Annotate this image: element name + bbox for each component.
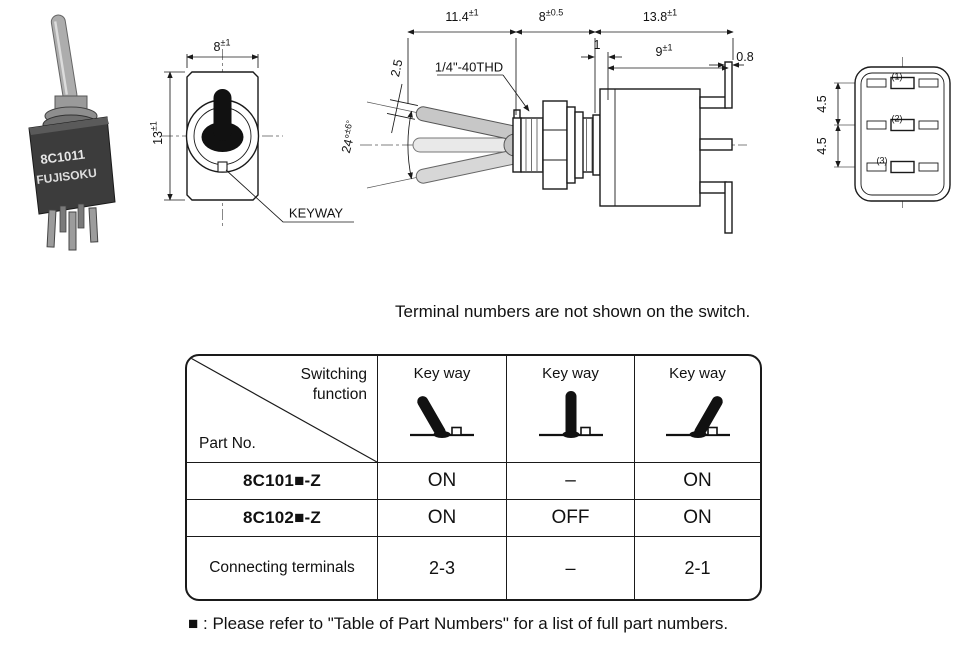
keyway-header-center: Key way	[506, 356, 634, 462]
thread-spec-label: 1/4"-40THD	[434, 59, 504, 75]
terminal-note: Terminal numbers are not shown on the sw…	[395, 302, 751, 321]
side-terminals	[699, 61, 733, 234]
photo-pins	[46, 203, 99, 251]
keyway-leader	[225, 169, 354, 223]
keyway-header-right: Key way	[634, 356, 760, 462]
keyway-label-right: Key way	[669, 365, 726, 382]
terminal-slots	[866, 76, 939, 174]
dim-front-height: 13±1	[148, 121, 165, 145]
part-number-cell: 8C102■-Z	[187, 499, 377, 536]
part-no-label: Part No.	[199, 435, 256, 452]
switch-state-cell: ON	[634, 462, 760, 499]
photo-model-text: 8C1011	[40, 147, 86, 167]
switch-state-cell: –	[506, 462, 634, 499]
dim-terminal-span: 9±1	[655, 42, 673, 59]
switch-state-cell: ON	[377, 499, 506, 536]
terminal-pair-cell: 2-3	[377, 536, 506, 599]
dim-bushing-length: 8±0.5	[538, 7, 564, 24]
terminal-view-drawing	[834, 57, 951, 211]
toggle-position-right-icon	[665, 396, 730, 438]
keyway-label-center: Key way	[542, 365, 599, 382]
keyway-label: KEYWAY	[288, 205, 344, 221]
dim-lever-length: 11.4±1	[445, 7, 479, 24]
photo-body	[28, 116, 116, 215]
switch-state-cell: ON	[634, 499, 760, 536]
switch-state-cell: OFF	[506, 499, 634, 536]
front-keyway-notch	[217, 161, 228, 173]
diagonal-divider	[187, 356, 377, 462]
dim-front-width: 8±1	[213, 37, 231, 54]
terminal-label-2: (2)	[891, 113, 903, 124]
side-view-drawing	[360, 29, 747, 234]
terminal-label-1: (1)	[891, 71, 903, 82]
table-corner-header: Switching function Part No.	[187, 356, 377, 462]
dim-body-length: 13.8±1	[642, 7, 678, 24]
dim-pitch-top: 4.5	[814, 95, 829, 113]
switching-function-table: Switching function Part No. Key way Key …	[185, 354, 762, 601]
toggle-position-left-icon	[410, 396, 474, 438]
side-body	[599, 88, 701, 207]
switching-function-label: Switching function	[300, 366, 367, 404]
terminal-label-3: (3)	[876, 155, 888, 166]
terminal-pair-cell: –	[506, 536, 634, 599]
dim-pitch-bottom: 4.5	[814, 137, 829, 155]
terminal-body-outline	[854, 66, 951, 202]
toggle-position-center-icon	[538, 391, 603, 438]
switch-photo: 8C1011 FUJISOKU	[28, 14, 116, 251]
footnote-square-symbol: ■	[188, 614, 199, 633]
side-bushing-face	[512, 117, 522, 173]
front-view-drawing	[162, 49, 354, 227]
connecting-terminals-cell: Connecting terminals	[187, 536, 377, 599]
footnote: ■ : Please refer to "Table of Part Numbe…	[188, 612, 782, 637]
dim-lever-dia: 2.5	[388, 58, 406, 79]
keyway-label-left: Key way	[413, 365, 471, 382]
switch-state-cell: ON	[377, 462, 506, 499]
keyway-header-left: Key way	[377, 356, 506, 462]
dim-offset: 1	[593, 37, 601, 52]
part-number-cell: 8C101■-Z	[187, 462, 377, 499]
terminal-pair-cell: 2-1	[634, 536, 760, 599]
footnote-text: : Please refer to "Table of Part Numbers…	[203, 614, 729, 633]
photo-lever	[50, 14, 78, 103]
side-hex-nut	[542, 100, 568, 190]
dim-terminal-thickness: 0.8	[736, 49, 754, 64]
